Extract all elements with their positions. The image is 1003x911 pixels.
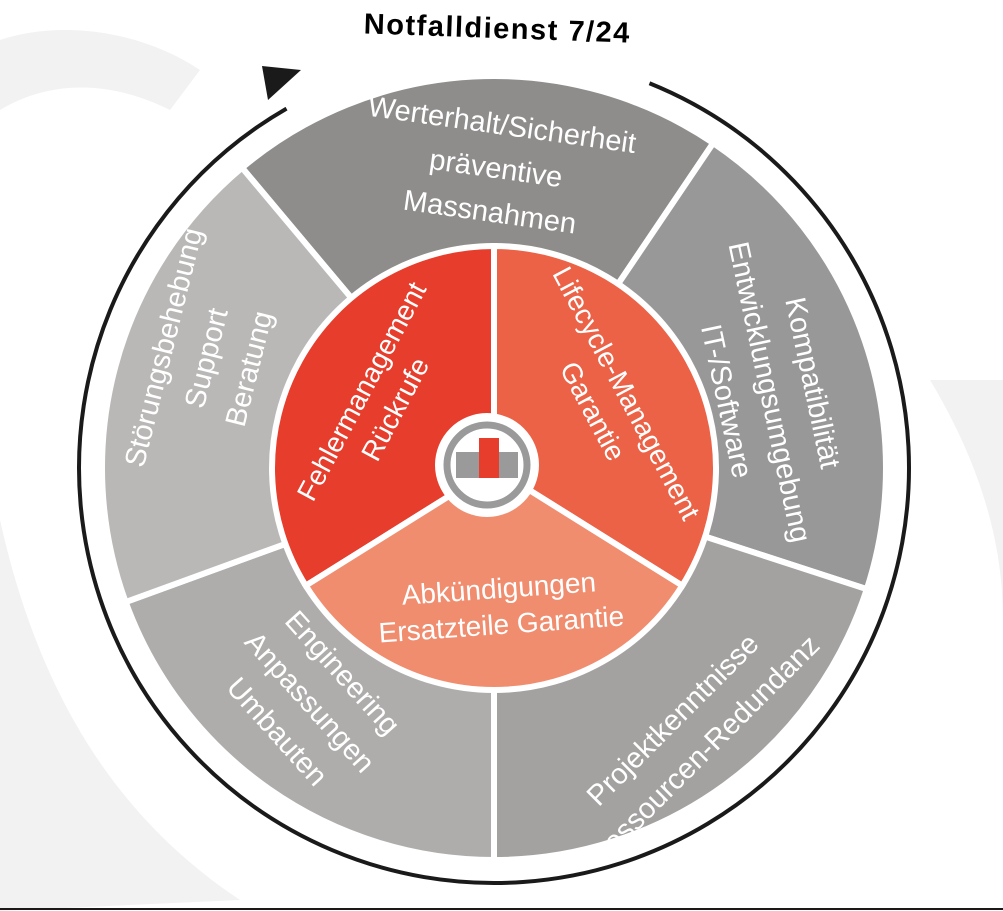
background-swoosh-bottom-left bbox=[0, 520, 240, 911]
ring-arrowhead-icon bbox=[262, 66, 301, 100]
background-swoosh-left bbox=[0, 30, 200, 110]
ring-arc bbox=[77, 81, 911, 885]
ring-title: Notfalldienst 7/24 bbox=[363, 8, 631, 49]
center-logo-red-block bbox=[479, 438, 499, 478]
background-swoosh-right bbox=[930, 380, 1003, 620]
center-logo bbox=[435, 413, 539, 517]
outer-segment-top: Werterhalt/SicherheitpräventiveMassnahme… bbox=[237, 73, 718, 310]
inner-segment-shape-bottom bbox=[301, 464, 687, 693]
center-logo-ring bbox=[443, 421, 531, 509]
outer-ring: Werterhalt/SicherheitpräventiveMassnahme… bbox=[99, 73, 889, 873]
inner-segment-bottom: AbkündigungenErsatzteile Garantie bbox=[301, 464, 687, 693]
